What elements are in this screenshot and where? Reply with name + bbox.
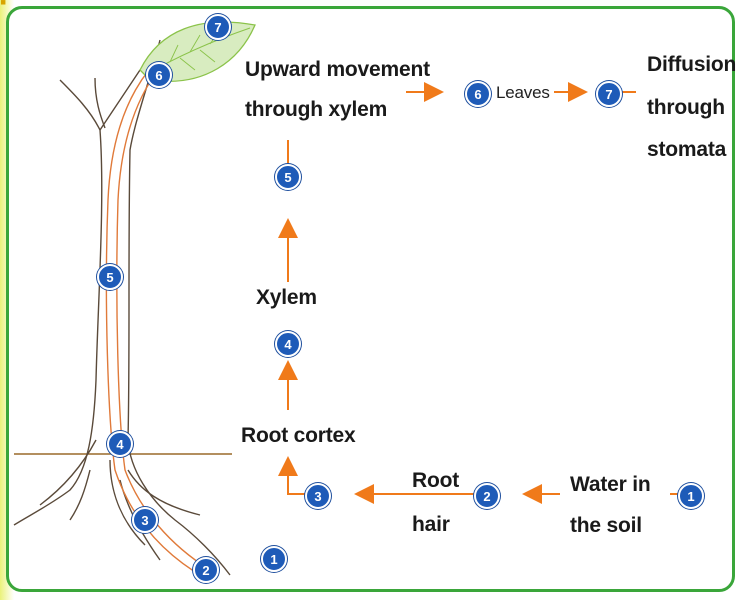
plant-badge-3: 3 [132,507,158,533]
label-root-hair-line1: Root [412,468,459,493]
label-leaves: Leaves [496,80,550,105]
step-badge-4: 4 [275,331,301,357]
step-badge-3: 3 [305,483,331,509]
label-diffusion-line1: Diffusion [647,52,736,77]
label-diffusion-line2: through [647,95,725,120]
plant-badge-6: 6 [146,62,172,88]
step-badge-6: 6 [465,81,491,107]
xylem-path [106,25,210,578]
label-upward-line1: Upward movement [245,57,430,82]
label-water-in-soil-line1: Water in [570,472,650,497]
plant-badge-5: 5 [97,264,123,290]
plant-badge-1: 1 [261,546,287,572]
plant-badge-7: 7 [205,14,231,40]
label-water-in-soil-line2: the soil [570,513,642,538]
plant-badge-4: 4 [107,431,133,457]
plant-badge-2: 2 [193,557,219,583]
label-xylem: Xylem [256,285,317,310]
step-badge-1: 1 [678,483,704,509]
label-root-cortex: Root cortex [241,423,355,448]
label-root-hair-line2: hair [412,512,450,537]
step-badge-2: 2 [474,483,500,509]
step-badge-7: 7 [596,81,622,107]
label-diffusion-line3: stomata [647,137,726,162]
label-upward-line2: through xylem [245,97,387,122]
step-badge-5: 5 [275,164,301,190]
